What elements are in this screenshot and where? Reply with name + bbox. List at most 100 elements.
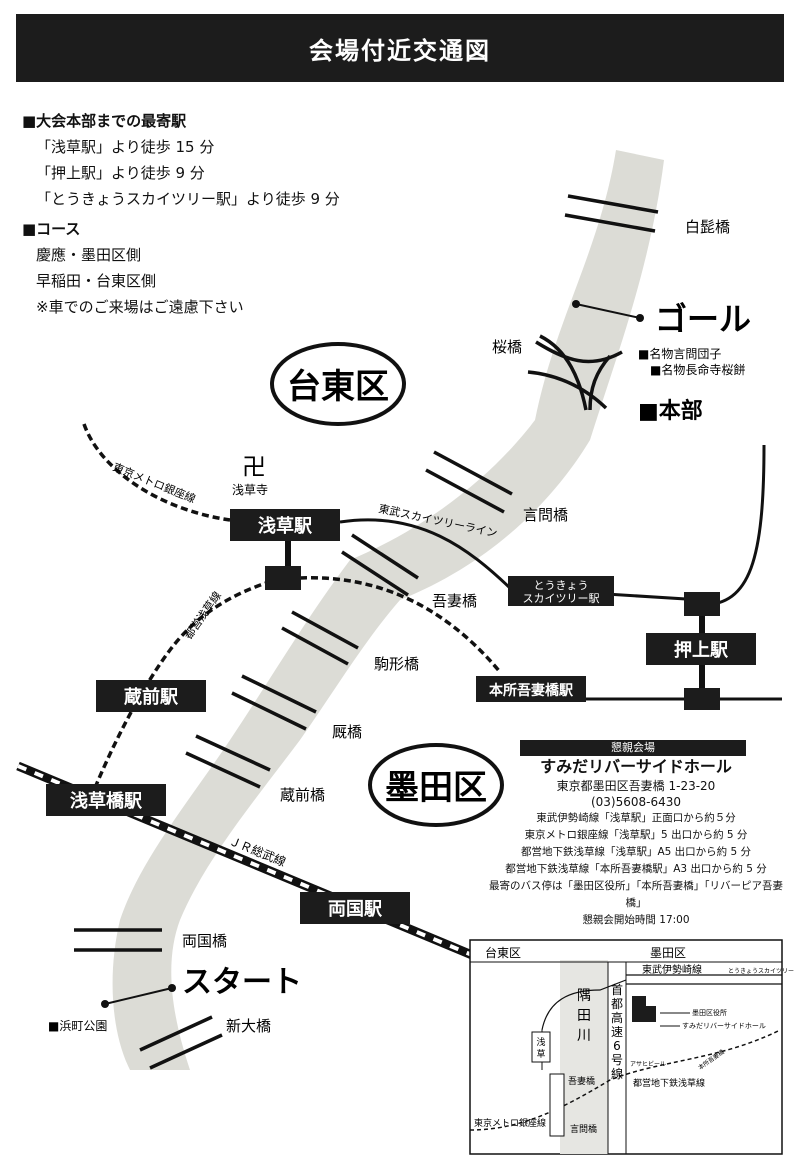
bridge-kototoi: 言問橋 (523, 506, 568, 524)
inset-sumida: 墨田区 (650, 946, 686, 960)
bridge-umaya: 厩橋 (332, 723, 362, 741)
asakusabashi-station-box (46, 784, 166, 816)
inset-river-1: 隅 (577, 988, 591, 1004)
ward-taito: 台東区 (287, 367, 389, 407)
sensoji-label: 浅草寺 (232, 483, 268, 497)
sakuramochi-label: ■名物長命寺桜餅 (650, 362, 745, 377)
oshiage-block-top (684, 592, 720, 616)
inset-expressway-6: 号 (611, 1053, 623, 1067)
course-item: ※車でのご来場はご遠慮下さい (36, 298, 244, 316)
tobu-line (339, 518, 703, 602)
honbu-label: ■本部 (638, 398, 703, 424)
venue-phone: (03)5608-6430 (590, 795, 682, 809)
nearest-station-item: 「とうきょうスカイツリー駅」より徒歩 9 分 (36, 190, 340, 208)
inset-azuma: 吾妻橋 (568, 1075, 595, 1087)
asakusa-station: 浅草駅 (258, 515, 313, 537)
venue-info: 懇親会場 すみだリバーサイドホール 東京都墨田区吾妻橋 1-23-20 (03)… (488, 740, 784, 929)
bridge-ryogoku: 両国橋 (182, 932, 227, 950)
venue-access: 東武伊勢崎線「浅草駅」正面口から約５分 (536, 812, 736, 824)
inset-taito: 台東区 (485, 945, 521, 960)
bridge-sakura: 桜橋 (492, 338, 522, 356)
inset-expressway-5: 6 (613, 1039, 621, 1053)
inset-ward-office: 墨田区役所 (692, 1008, 727, 1017)
honjo-station: 本所吾妻橋駅 (489, 682, 574, 699)
inset-expressway-7: 線 (611, 1066, 623, 1081)
inset-expressway-3: 高 (611, 1010, 623, 1025)
course-item: 慶應・墨田区側 (36, 246, 142, 264)
asakusa-a-exit-block (265, 566, 301, 590)
start-dot (101, 1000, 109, 1008)
venue-address: 東京都墨田区吾妻橋 1-23-20 (556, 779, 716, 793)
inset-expressway-4: 速 (611, 1025, 623, 1039)
railway-lines (82, 423, 782, 801)
venue-access: 都営地下鉄浅草線「浅草駅」A5 出口から約 5 分 (520, 846, 752, 858)
goal-dot (572, 300, 580, 308)
inset-expressway-1: 首 (611, 983, 623, 997)
page-title: 会場付近交通図 (16, 14, 784, 82)
skytree-station-box (508, 576, 614, 606)
dango-label: ■名物言問団子 (638, 346, 721, 361)
honjo-station-box (476, 676, 586, 702)
skytree-station-1: とうきょう (534, 579, 589, 592)
inset-asahi: アサヒビール (630, 1060, 666, 1068)
inset-river-2: 田 (577, 1008, 591, 1024)
inset-river-3: 川 (577, 1028, 591, 1044)
skytree-station-2: スカイツリー駅 (523, 592, 600, 605)
bridge-kuramae: 蔵前橋 (280, 786, 325, 804)
bridge-names: 白髭橋 桜橋 言問橋 吾妻橋 駒形橋 厩橋 蔵前橋 両国橋 新大橋 (182, 218, 730, 1035)
inset-tobu: 東武伊勢崎線 (642, 963, 702, 976)
access-info: ■大会本部までの最寄駅 「浅草駅」より徒歩 15 分 「押上駅」より徒歩 9 分… (22, 108, 340, 320)
start-dot (168, 984, 176, 992)
oshiage-line (701, 444, 766, 607)
asakusa-line-label: 都営浅草線 (181, 589, 224, 642)
start-pointer (104, 987, 173, 1005)
hamacho-park-label: ■浜町公園 (48, 1019, 107, 1033)
venue-heading: 懇親会場 (520, 740, 746, 756)
bridge-lines (74, 194, 659, 1070)
bridge-komagata: 駒形橋 (374, 655, 419, 673)
oshiage-station-box (646, 633, 756, 665)
asakusa-line (88, 576, 283, 801)
venue-access: 東京メトロ銀座線「浅草駅」5 出口から約 5 分 (524, 829, 748, 841)
bridge-shinohashi: 新大橋 (226, 1017, 271, 1035)
inset-riverside-hall: すみだリバーサイドホール (682, 1022, 766, 1030)
goal-label: ゴール (655, 300, 751, 338)
sumida-river (112, 150, 664, 1070)
inset-river (560, 960, 608, 1154)
inset-asakusa-1: 浅 (536, 1036, 545, 1048)
bridge-azuma: 吾妻橋 (432, 592, 477, 610)
venue-name: すみだリバーサイドホール (540, 757, 732, 776)
kuramae-station-box (96, 680, 206, 712)
ryogoku-station-box (300, 892, 410, 924)
nearest-station-item: 「浅草駅」より徒歩 15 分 (36, 138, 215, 156)
inset-toei: 都営地下鉄浅草線 (633, 1077, 705, 1089)
temple-icon: 卍 (242, 453, 266, 481)
asakusa-station-box (230, 509, 340, 541)
inset-kototoi: 言問橋 (570, 1123, 597, 1135)
sakura-bridge (527, 334, 623, 411)
ward-sumida: 墨田区 (385, 768, 487, 808)
asakusa-line-east (299, 576, 502, 674)
ryogoku-station: 両国駅 (328, 899, 383, 920)
course-item: 早稲田・台東区側 (36, 272, 157, 290)
goal-pointer (575, 303, 641, 319)
station-boxes: 浅草駅 とうきょう スカイツリー駅 押上駅 本所吾妻橋駅 蔵前駅 浅草橋駅 両国… (46, 509, 756, 924)
inset-ginza: 東京メトロ銀座線 (474, 1117, 546, 1129)
goal-dot (636, 314, 644, 322)
inset-asakusa-2: 草 (536, 1048, 545, 1060)
nearest-station-heading: ■大会本部までの最寄駅 (22, 112, 187, 130)
oshiage-station: 押上駅 (674, 639, 729, 661)
inset-expressway-2: 都 (611, 997, 623, 1011)
course-heading: ■コース (22, 220, 81, 238)
start-label: スタート (182, 965, 302, 1000)
venue-start-time: 懇親会開始時間 17:00 (582, 914, 690, 926)
ginza-line (82, 423, 231, 522)
oshiage-block-bottom (684, 688, 720, 710)
ward-taito-oval (270, 342, 406, 426)
venue-access: 最寄のバス停は「墨田区役所」「本所吾妻橋」「リバーピア吾妻橋」 (489, 880, 783, 909)
kuramae-station: 蔵前駅 (124, 686, 179, 708)
inset-skytree: とうきょうスカイツリー (728, 968, 794, 975)
nearest-station-item: 「押上駅」より徒歩 9 分 (36, 164, 205, 182)
ginza-line-label: 東京メトロ銀座線 (111, 460, 198, 506)
